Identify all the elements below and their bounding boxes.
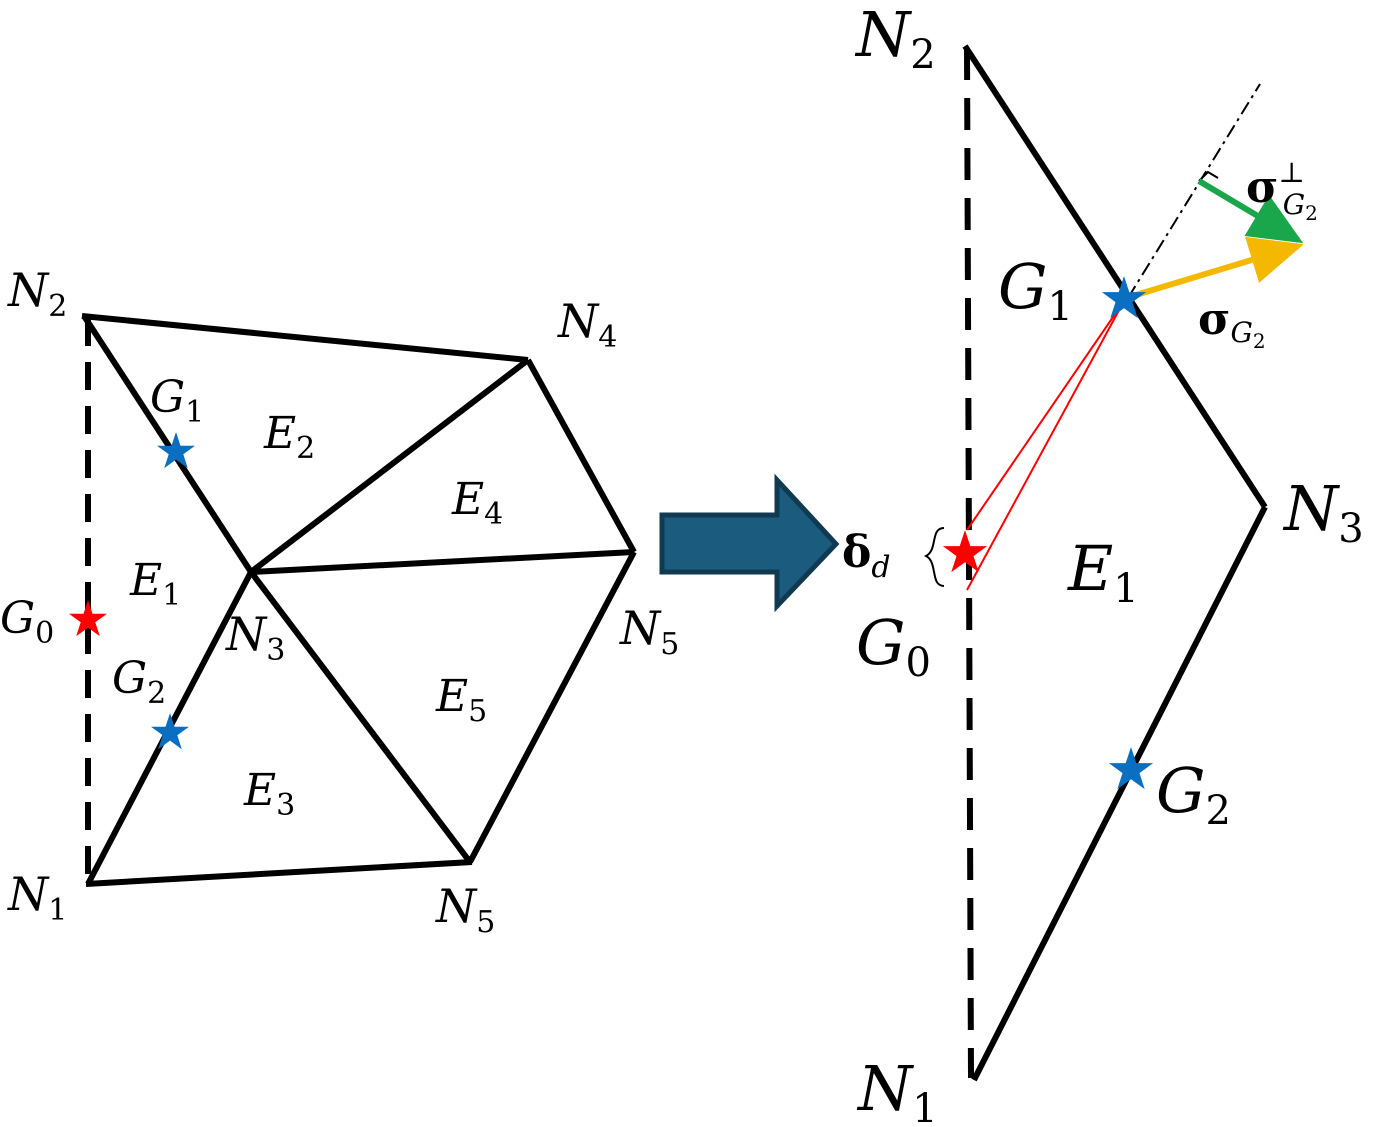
label-n5-bottom-left: N5 <box>435 879 495 940</box>
sigma-vector-arrow <box>1125 236 1304 301</box>
g2-star-left <box>151 713 189 750</box>
label-g0-right: G0 <box>856 606 931 686</box>
right-angle-mark <box>1198 170 1219 182</box>
label-offset: δd <box>842 527 891 585</box>
g1-star-left <box>157 432 195 469</box>
g2-star-right <box>1108 747 1154 790</box>
label-n2-right: N2 <box>854 0 936 78</box>
right-detail <box>962 44 1268 1082</box>
edge-n3-n1-right <box>971 505 1268 1082</box>
edge-n4-n5 <box>525 358 637 554</box>
offset-brace <box>923 527 945 587</box>
connector-bottom <box>966 300 1125 591</box>
connector-top <box>966 300 1125 531</box>
edge-n5-n5b <box>467 550 637 864</box>
label-g2-left: G2 <box>112 653 166 711</box>
label-g1-right: G1 <box>998 250 1073 330</box>
label-sigma: σG2 <box>1198 294 1266 353</box>
g1-star-right <box>1101 276 1147 319</box>
label-n2-left: N2 <box>7 263 67 324</box>
label-n3-right: N3 <box>1282 472 1364 552</box>
edge-n2-n3-right <box>962 44 1268 509</box>
label-n5-right-left: N5 <box>619 601 679 662</box>
label-e3-left: E3 <box>243 765 295 823</box>
edge-n2-n3 <box>81 314 254 574</box>
label-e1-right: E1 <box>1067 532 1139 612</box>
edge-n4-n3 <box>249 357 530 575</box>
edge-n2-n4 <box>81 313 529 363</box>
label-e5-left: E5 <box>435 671 487 729</box>
label-g1-left: G1 <box>150 372 204 430</box>
g0-star-left <box>69 600 107 637</box>
edge-n1-n5b <box>85 859 473 887</box>
label-e4-left: E4 <box>451 474 503 532</box>
label-n3-left: N3 <box>225 607 285 668</box>
edge-n3-n5 <box>250 549 635 575</box>
label-g2-right: G2 <box>1156 754 1231 834</box>
sigma-perp-vector-arrow <box>1197 178 1304 244</box>
edge-n3-n5b <box>248 570 473 864</box>
label-e2-left: E2 <box>263 408 315 466</box>
normal-extension-line <box>1127 83 1261 299</box>
label-n1-right: N1 <box>856 1052 938 1127</box>
label-e1-left: E1 <box>129 555 181 613</box>
transition-arrow-icon <box>659 473 840 613</box>
label-n4-left: N4 <box>557 294 617 355</box>
label-g0-left: G0 <box>0 593 54 651</box>
label-n1-left: N1 <box>7 867 67 928</box>
label-sigma-perp: σ⊥G2 <box>1246 156 1318 225</box>
g0-star-right <box>942 530 988 573</box>
